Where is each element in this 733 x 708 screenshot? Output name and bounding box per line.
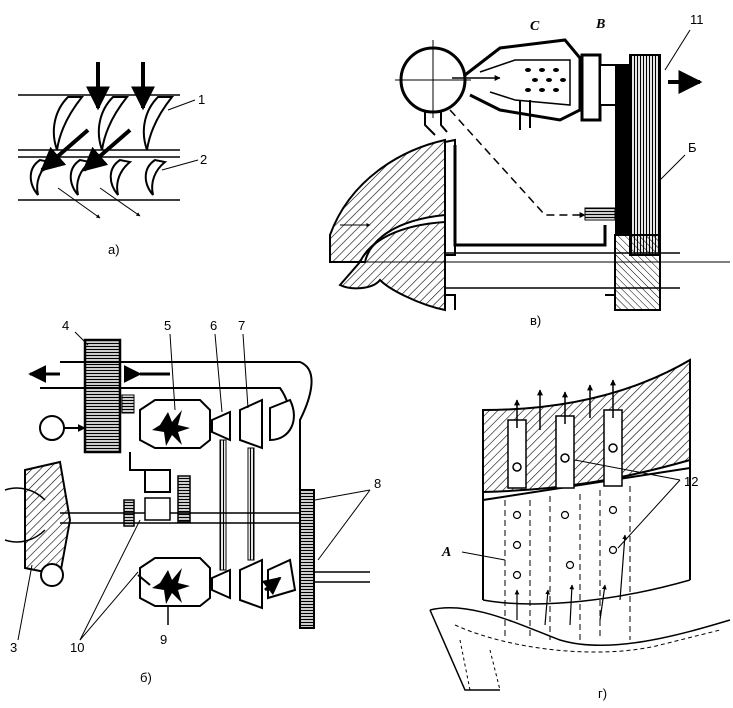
label-10: 10 [70, 640, 84, 655]
label-12: 12 [684, 474, 698, 489]
panel-b-gas-turbine-layout: 4 5 6 7 8 3 10 9 б) [4, 318, 381, 685]
label-9: 9 [160, 632, 167, 647]
caption-g: г) [598, 686, 607, 701]
label-5: 5 [164, 318, 171, 333]
panel-g-cooled-blade: 12 A г) [429, 358, 731, 701]
rotor-blade-row [29, 158, 168, 196]
label-8: 8 [374, 476, 381, 491]
label-6: 6 [210, 318, 217, 333]
label-3: 3 [10, 640, 17, 655]
label-2: 2 [200, 152, 207, 167]
panel-v-combustor-section: C B 11 Б в) [329, 12, 730, 328]
label-Б: Б [688, 140, 697, 155]
label-1: 1 [198, 92, 205, 107]
caption-v: в) [530, 313, 541, 328]
label-C: C [530, 19, 540, 34]
label-A: A [441, 545, 451, 560]
flow-arrows [40, 62, 155, 172]
label-11: 11 [690, 12, 704, 27]
label-B: B [595, 17, 605, 32]
label-4: 4 [62, 318, 69, 333]
caption-a: а) [108, 242, 120, 257]
caption-b: б) [140, 670, 152, 685]
panel-a-blade-cascade: 1 2 а) [18, 62, 207, 257]
label-7: 7 [238, 318, 245, 333]
